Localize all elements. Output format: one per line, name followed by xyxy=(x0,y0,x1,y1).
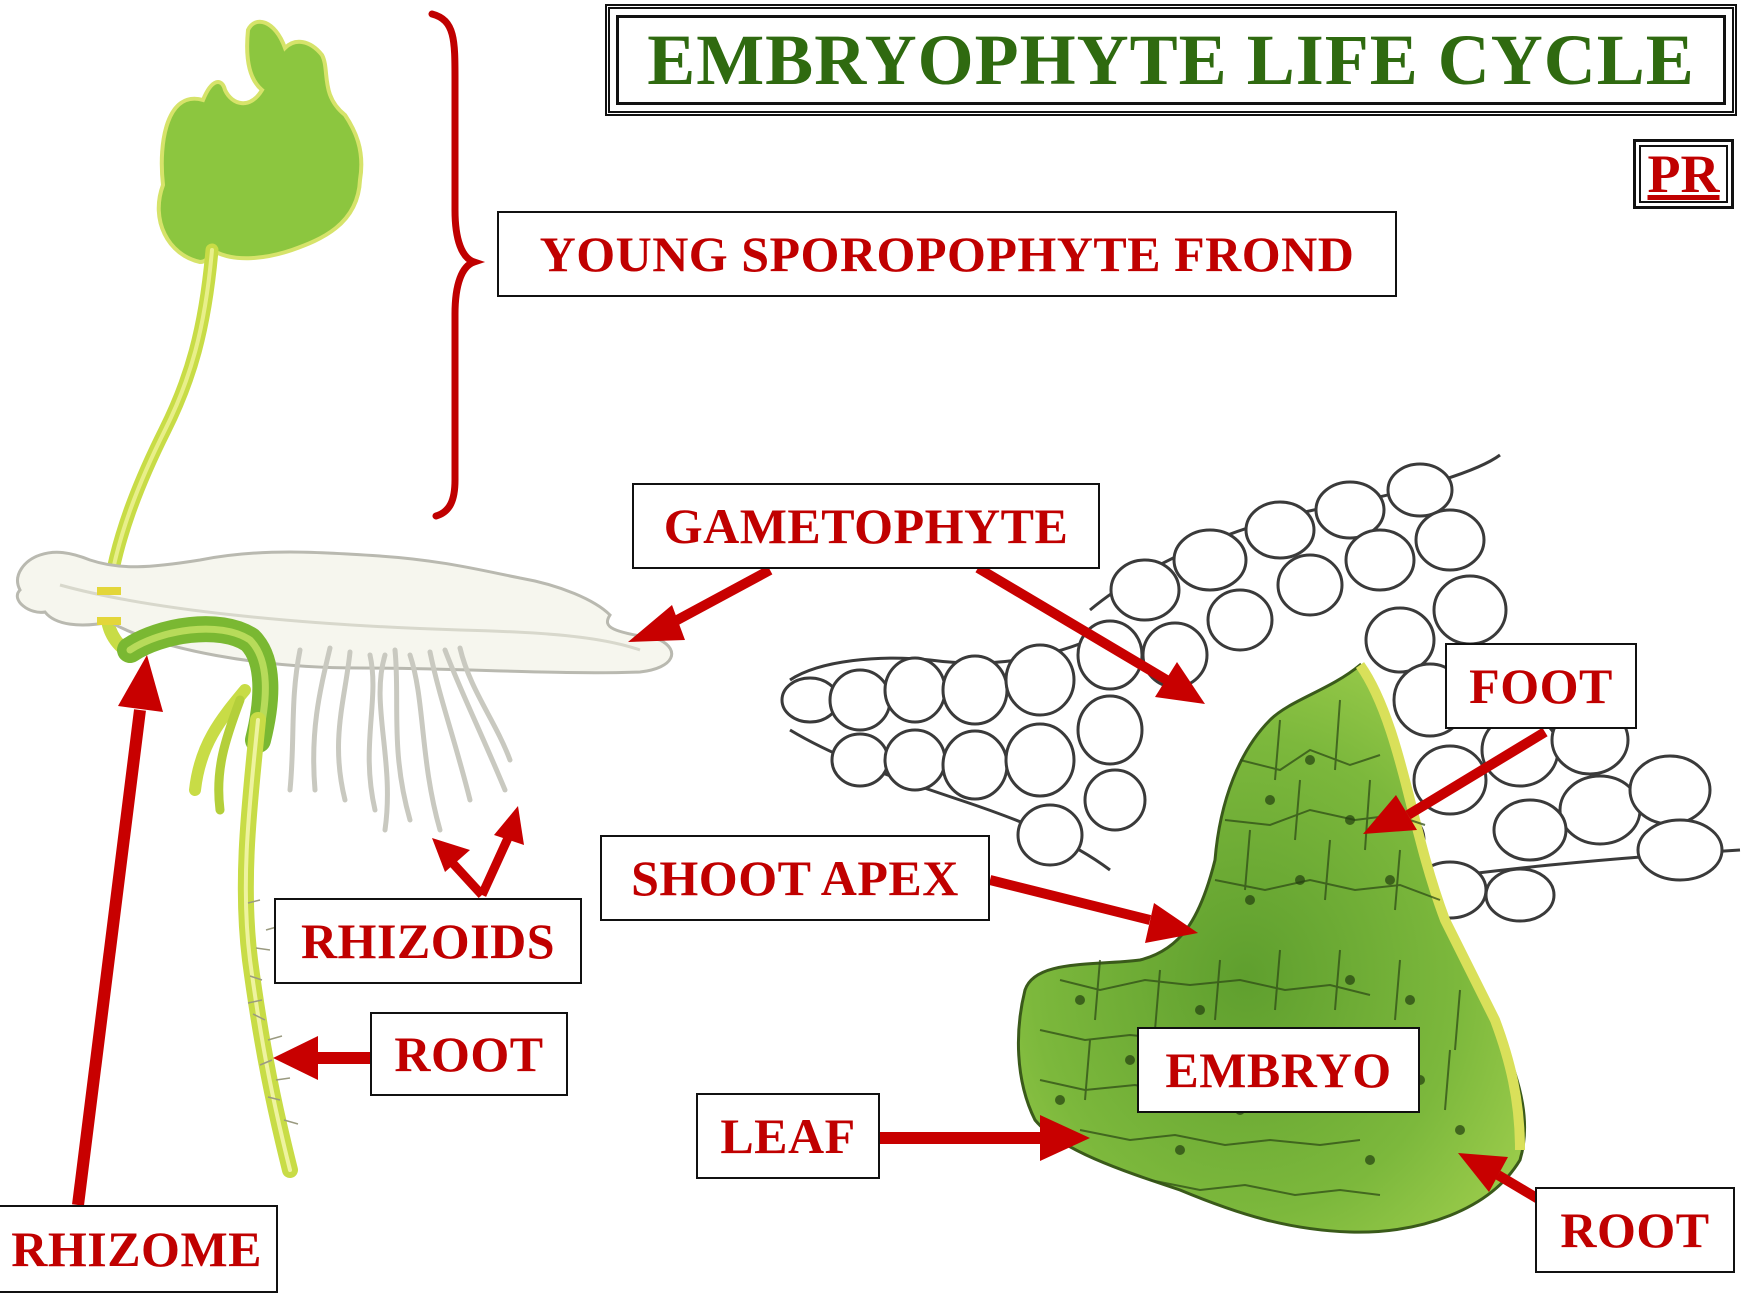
label-rhizome: RHIZOME xyxy=(0,1205,278,1293)
title-box: EMBRYOPHYTE LIFE CYCLE xyxy=(605,4,1737,116)
author-badge-text: PR xyxy=(1648,143,1720,205)
gametophyte-thallus xyxy=(17,552,671,673)
label-gametophyte: GAMETOPHYTE xyxy=(632,483,1100,569)
label-foot: FOOT xyxy=(1445,643,1637,729)
young-sporophyte-illustration xyxy=(17,22,671,1170)
label-embryo: EMBRYO xyxy=(1137,1027,1420,1113)
label-rhizoids: RHIZOIDS xyxy=(274,898,582,984)
label-shoot-apex: SHOOT APEX xyxy=(600,835,990,921)
label-root-left: ROOT xyxy=(370,1012,568,1096)
frond-blade xyxy=(159,22,362,262)
author-badge: PR xyxy=(1633,139,1734,209)
label-root-right: ROOT xyxy=(1535,1187,1735,1273)
frond-bracket xyxy=(432,14,474,516)
page-title: EMBRYOPHYTE LIFE CYCLE xyxy=(647,19,1695,102)
label-young-sporophyte-frond: YOUNG SPOROPOPHYTE FROND xyxy=(497,211,1397,297)
label-leaf: LEAF xyxy=(696,1093,880,1179)
